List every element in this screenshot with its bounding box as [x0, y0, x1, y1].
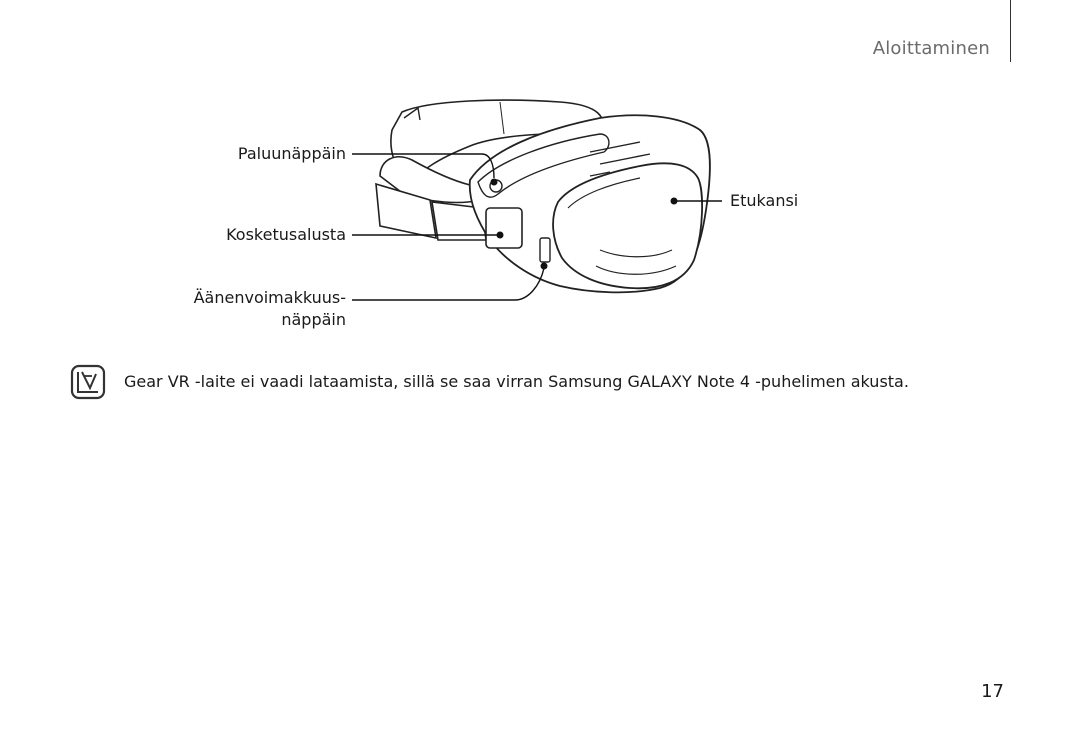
label-front-cover: Etukansi [730, 191, 799, 210]
header-divider [1010, 0, 1011, 62]
note-text: Gear VR -laite ei vaadi lataamista, sill… [124, 372, 909, 391]
note-pencil-icon [70, 364, 106, 400]
label-volume-key-line1: Äänenvoimakkuus- [193, 288, 346, 307]
label-back-key: Paluunäppäin [237, 144, 346, 163]
label-touch-pad: Kosketusalusta [226, 225, 346, 244]
note-callout: Gear VR -laite ei vaadi lataamista, sill… [70, 364, 1030, 404]
gear-vr-diagram: Paluunäppäin Kosketusalusta Äänenvoimakk… [0, 90, 1080, 350]
page-number: 17 [981, 681, 1004, 702]
section-title: Aloittaminen [872, 38, 990, 59]
label-volume-key-line2: näppäin [281, 310, 346, 329]
gear-vr-illustration [352, 99, 722, 301]
